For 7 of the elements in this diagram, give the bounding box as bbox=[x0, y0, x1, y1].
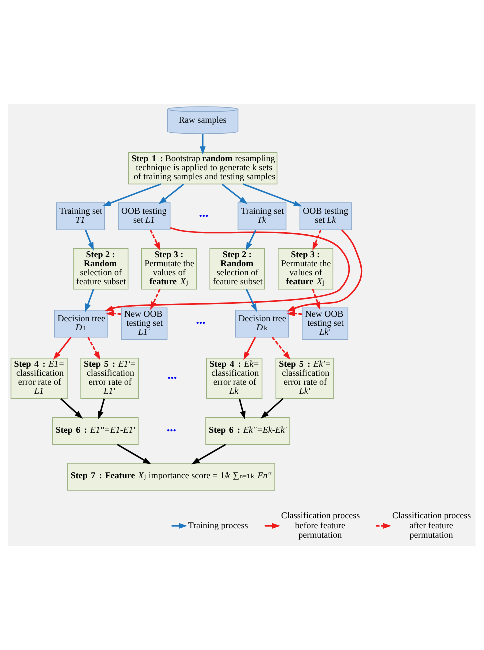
legend-label: Classification process after feature permutation bbox=[392, 510, 472, 540]
legend-label: Training process bbox=[188, 520, 248, 530]
label: ••• bbox=[196, 318, 206, 328]
label: ••• bbox=[168, 372, 178, 383]
label: ••• bbox=[199, 210, 209, 221]
legend-label: Classification process before feature permutation bbox=[281, 510, 360, 540]
label: ••• bbox=[166, 426, 176, 436]
